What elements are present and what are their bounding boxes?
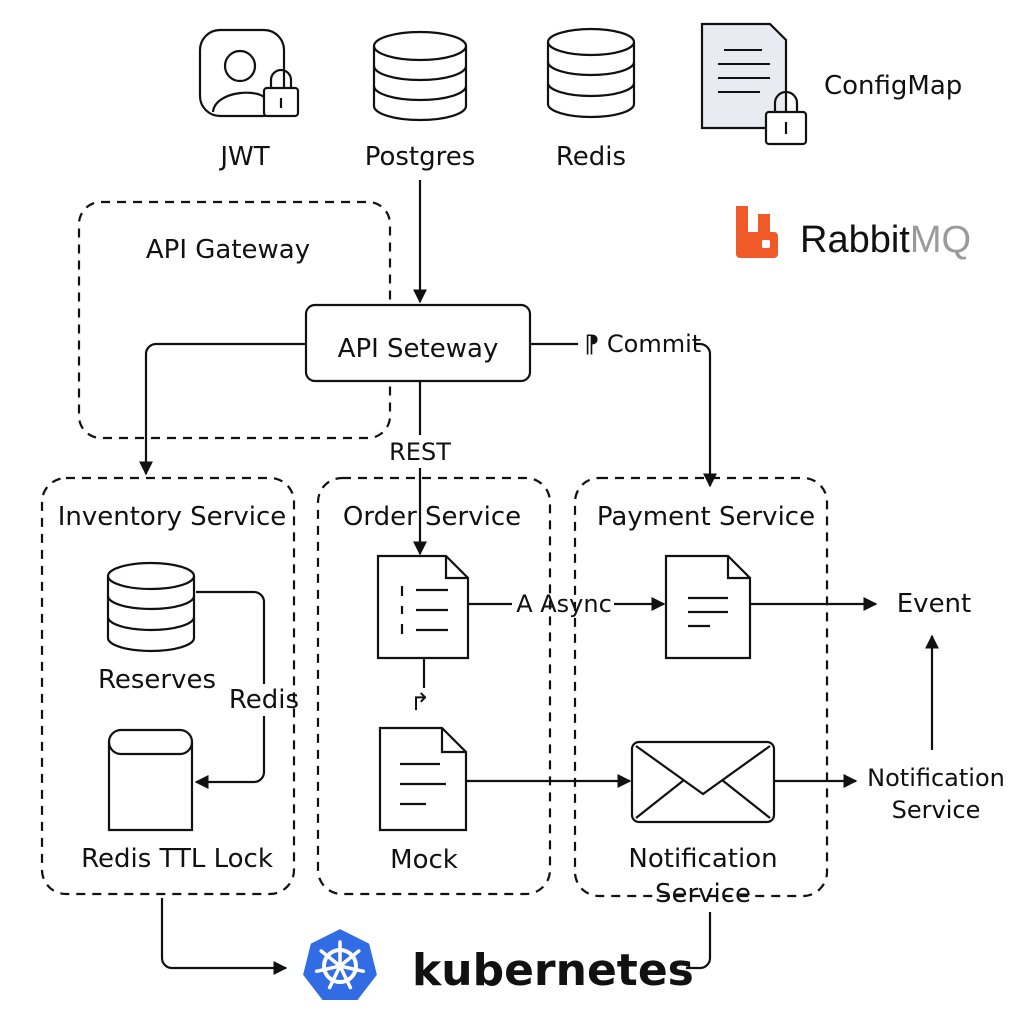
postgres-node: Postgres (365, 30, 476, 172)
inventory-to-kubernetes-arrow (160, 898, 288, 975)
mock-label: Mock (390, 845, 458, 875)
redis-to-lock-arrow (194, 716, 266, 789)
order-document-icon (376, 554, 470, 660)
rest-label: REST (389, 438, 451, 466)
rabbitmq-logo: RabbitMQ (736, 206, 971, 261)
api-gateway-group-label: API Gateway (146, 235, 310, 265)
inventory-service-title: Inventory Service (58, 502, 287, 532)
kubernetes-label: kubernetes (412, 945, 694, 996)
configmap-node: ConfigMap (700, 22, 962, 146)
inventory-redis-label: Redis (229, 685, 299, 715)
inventory-service-group (40, 476, 296, 896)
order-service-title: Order Service (343, 502, 521, 532)
configmap-label: ConfigMap (824, 71, 962, 101)
redis-top-label: Redis (556, 142, 626, 172)
event-label: Event (897, 589, 971, 619)
payment-notification-label-line2: Service (655, 879, 751, 909)
jwt-label: JWT (218, 142, 269, 172)
redis-top-node: Redis (546, 27, 636, 172)
reserves-to-lock-line-top (196, 590, 266, 684)
envelope-icon (630, 740, 776, 824)
payment-service-group (573, 476, 829, 898)
payment-document-icon (664, 554, 752, 660)
rabbitmq-rabbit-text: Rabbit (800, 219, 910, 261)
right-notification-label-line1: Notification (867, 764, 1005, 792)
postgres-database-icon (372, 30, 468, 122)
order-mini-arrow: ↱ (410, 688, 430, 716)
payment-to-kubernetes-line (686, 912, 712, 970)
order-service-group (316, 476, 552, 896)
gateway-to-inventory-arrow (139, 342, 306, 476)
reserves-label: Reserves (98, 665, 216, 695)
payment-notification-label-line1: Notification (628, 844, 777, 874)
right-notification-label-line2: Service (892, 796, 981, 824)
async-label: A Async (516, 590, 612, 618)
commit-label: ⁋ Commit (584, 330, 701, 358)
document-lock-icon (700, 22, 808, 146)
mock-document-icon (378, 726, 468, 832)
api-gateway-group (77, 200, 392, 440)
jwt-node: JWT (198, 28, 300, 172)
kubernetes-helm-logo (300, 926, 380, 1002)
api-gateway-box-label: API Seteway (338, 334, 499, 364)
postgres-label: Postgres (365, 142, 476, 172)
reserves-database-icon (106, 561, 196, 653)
redis-lock-database-icon (107, 728, 194, 832)
svg-text:RabbitMQ: RabbitMQ (800, 219, 971, 261)
redis-ttl-lock-label: Redis TTL Lock (81, 844, 273, 874)
rabbitmq-mq-text: MQ (910, 219, 971, 261)
user-lock-icon (198, 28, 300, 118)
redis-database-icon (546, 27, 636, 119)
payment-service-title: Payment Service (597, 502, 815, 532)
gateway-to-payment-arrow (694, 342, 717, 488)
